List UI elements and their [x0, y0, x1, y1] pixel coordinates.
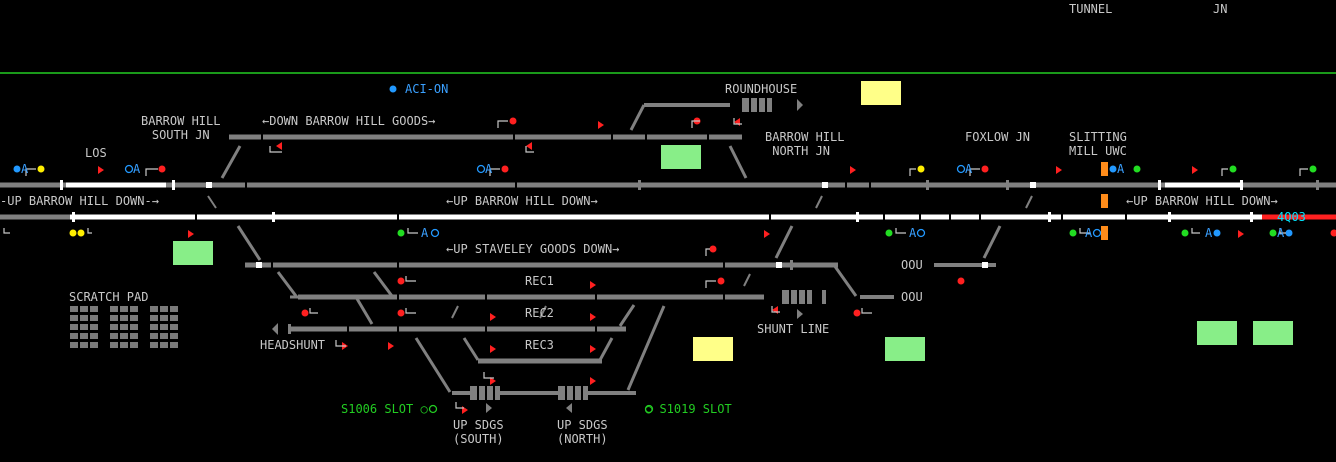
track-layer — [0, 103, 1336, 395]
label-up-sdgs-north: UP SDGS (NORTH) — [557, 418, 608, 446]
auto-marker-a: A — [909, 226, 917, 240]
label-up-barrow-hill-down-mid: ←UP BARROW HILL DOWN→ — [446, 194, 598, 208]
label-oou-1: OOU — [901, 258, 923, 272]
auto-marker-a: A — [21, 162, 29, 176]
label-roundhouse: ROUNDHOUSE — [725, 82, 798, 96]
label-rec2: REC2 — [525, 306, 554, 320]
panel-green-right-1[interactable] — [1197, 321, 1237, 345]
signal-posts — [3, 118, 1308, 409]
label-rec3: REC3 — [525, 338, 554, 352]
signal-blue-ring — [124, 164, 1102, 238]
orange-markers — [1101, 162, 1108, 240]
auto-marker-a: A — [1117, 162, 1125, 176]
label-slitting-mill-uwc: SLITTING MILL UWC — [1069, 130, 1127, 158]
scratch-pad-grid[interactable] — [70, 306, 182, 354]
label-jn: JN — [1213, 2, 1228, 16]
auto-marker-a: A — [133, 162, 141, 176]
auto-marker-a: A — [965, 162, 973, 176]
signal-red-dot — [158, 117, 1336, 317]
label-shunt-line: SHUNT LINE — [757, 322, 830, 336]
label-scratch-pad: SCRATCH PAD — [69, 290, 149, 304]
auto-marker-a: A — [421, 226, 429, 240]
signal-blue-dot — [13, 85, 1293, 237]
auto-marker-a: A — [1085, 226, 1093, 240]
label-rec1: REC1 — [525, 274, 554, 288]
auto-marker-a: A — [1205, 226, 1213, 240]
slot-ring — [428, 404, 654, 414]
track-markers — [60, 180, 1253, 268]
train-headcode[interactable]: 4Q03 — [1277, 210, 1306, 224]
track-grey-posts — [288, 180, 1319, 334]
label-tunnel: TUNNEL — [1069, 2, 1113, 16]
signal-yellow-dot — [37, 165, 925, 237]
aci-on-status[interactable]: ACI-ON — [405, 82, 449, 96]
label-up-barrow-hill-down-right: ←UP BARROW HILL DOWN→ — [1126, 194, 1278, 208]
label-oou-2: OOU — [901, 290, 923, 304]
label-los: LOS — [85, 146, 107, 160]
auto-marker-a: A — [485, 162, 493, 176]
label-up-sdgs-south: UP SDGS (SOUTH) — [453, 418, 504, 446]
direction-arrows — [272, 99, 803, 413]
panel-green-headshunt[interactable] — [173, 241, 213, 265]
label-barrow-hill-north-jn: BARROW HILL NORTH JN — [765, 130, 845, 158]
track-breaks — [195, 133, 1127, 333]
label-barrow-hill-south-jn: BARROW HILL SOUTH JN — [141, 114, 221, 142]
label-up-barrow-hill-down-left: -UP BARROW HILL DOWN-→ — [0, 194, 159, 208]
panel-yellow-roundhouse[interactable] — [861, 81, 901, 105]
panel-green-goods[interactable] — [661, 145, 701, 169]
label-down-barrow-hill-goods: ←DOWN BARROW HILL GOODS→ — [262, 114, 436, 128]
signals — [3, 85, 1336, 414]
panel-green-right-2[interactable] — [1253, 321, 1293, 345]
slot-s1019[interactable]: ○ S1019 SLOT — [645, 402, 732, 416]
slot-s1006[interactable]: S1006 SLOT ○ — [341, 402, 428, 416]
label-headshunt: HEADSHUNT — [260, 338, 326, 352]
label-foxlow-jn: FOXLOW JN — [965, 130, 1031, 144]
panel-yellow-sidings[interactable] — [693, 337, 733, 361]
signal-green-dot — [397, 165, 1317, 237]
panel-green-shunt[interactable] — [885, 337, 925, 361]
label-up-staveley-goods-down: ←UP STAVELEY GOODS DOWN→ — [446, 242, 620, 256]
auto-marker-a: A — [1277, 226, 1285, 240]
